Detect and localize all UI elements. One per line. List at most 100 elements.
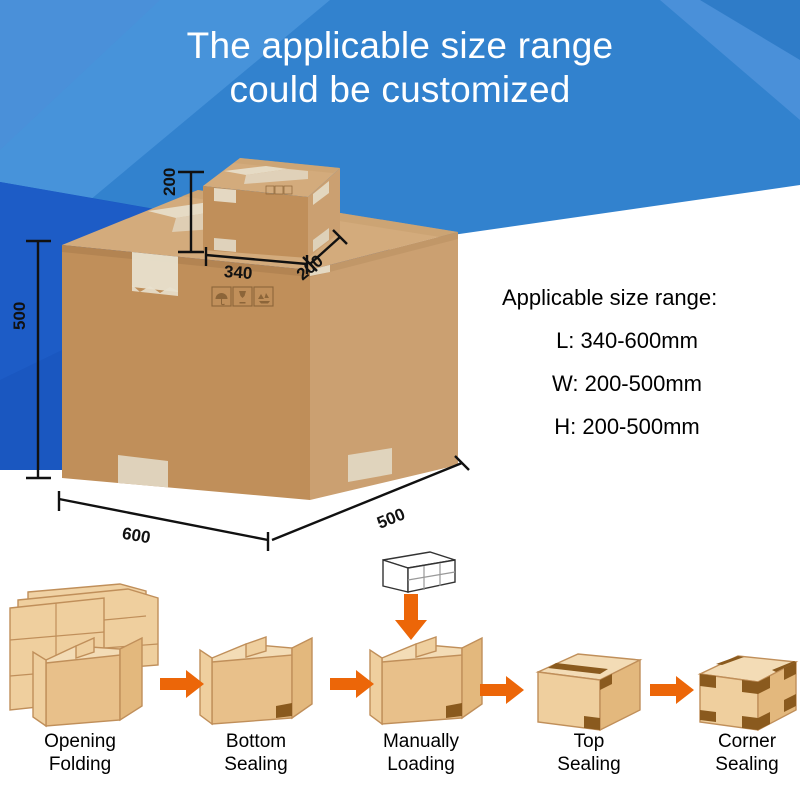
umbrella-icon bbox=[215, 293, 228, 299]
step2-box-right bbox=[291, 636, 313, 720]
step5-corner-tape-right-near-top bbox=[758, 676, 770, 694]
step5-corner-tape-right-near-bottom bbox=[758, 712, 770, 730]
spec-block: Applicable size range: L: 340-600mm W: 2… bbox=[486, 283, 786, 442]
icon-box-fragile bbox=[232, 286, 253, 307]
step-label-top-sealing: Top Sealing bbox=[514, 730, 664, 776]
small-box-front-tape-top bbox=[214, 188, 236, 203]
step-label-opening-folding-line2: Folding bbox=[48, 754, 112, 775]
step-label-bottom-sealing-line2: Sealing bbox=[224, 754, 288, 775]
flow-step-3-graphic bbox=[369, 551, 483, 726]
step3-box-back-flap bbox=[415, 636, 437, 658]
flow-step-2-graphic bbox=[199, 636, 313, 726]
dimtick-small-width-right bbox=[332, 229, 348, 245]
small-box-top-tape-2 bbox=[244, 169, 308, 184]
down-arrow-icon bbox=[395, 594, 427, 640]
step2-box-left-flap bbox=[199, 648, 213, 726]
large-box-right-face bbox=[310, 232, 458, 500]
background-facet-dark-1 bbox=[700, 0, 800, 60]
large-box-side-tape-2 bbox=[348, 448, 392, 482]
step5-top-tape-left bbox=[716, 656, 744, 665]
handling-icons-small bbox=[265, 185, 293, 195]
flow-step-5-graphic bbox=[697, 655, 799, 732]
step4-corner-tape bbox=[600, 674, 612, 690]
step-label-manually-loading-line1: Manually bbox=[382, 731, 460, 752]
spec-heading: Applicable size range: bbox=[502, 285, 718, 310]
blank-crease-1 bbox=[9, 631, 105, 641]
step5-corner-tape-front-right-top bbox=[742, 680, 758, 694]
flow-step-4-graphic bbox=[535, 653, 643, 732]
flow-arrow-1-icon bbox=[160, 670, 204, 698]
recycle-icon bbox=[258, 293, 270, 304]
step3-box-left-flap bbox=[369, 648, 383, 726]
flow-step-1-graphic bbox=[9, 583, 159, 728]
step3-bottom-tape bbox=[446, 703, 462, 718]
large-box-right-edge-flute bbox=[310, 232, 458, 277]
dim-label-large-height: 500 bbox=[10, 301, 29, 330]
step5-corner-tape-front-left-bottom bbox=[700, 710, 716, 722]
step5-corner-tape-front-right-bottom bbox=[742, 716, 758, 730]
dimension-lines bbox=[26, 170, 470, 551]
step1-box-front bbox=[45, 654, 121, 727]
small-box-front-tape-bottom bbox=[214, 238, 236, 252]
umbrella-handle-icon bbox=[221, 299, 225, 306]
dimtick-small-width-left bbox=[302, 256, 318, 272]
spec-line-width: W: 200-500mm bbox=[552, 371, 702, 396]
small-box-side-tape-top bbox=[313, 181, 329, 205]
dimline-small-length bbox=[205, 253, 308, 266]
large-box-front-tape-1-tail bbox=[132, 285, 178, 296]
icon-box-fragile-small bbox=[274, 185, 284, 195]
icon-box-keep-dry-small bbox=[265, 185, 275, 195]
large-box-front-tape-2 bbox=[118, 455, 168, 490]
dim-label-small-length: 340 bbox=[223, 262, 254, 283]
step1-box-back-flap bbox=[75, 636, 95, 659]
step2-bottom-tape bbox=[276, 703, 292, 718]
large-box-front-face bbox=[62, 245, 310, 500]
large-box-front-tape-1 bbox=[132, 247, 178, 292]
small-box-right-face bbox=[308, 168, 340, 258]
flow-arrow-4-icon bbox=[650, 676, 694, 704]
spec-line-length: L: 340-600mm bbox=[556, 328, 698, 353]
step5-corner-tape-front-left-top bbox=[700, 674, 716, 688]
step1-box-right bbox=[119, 636, 143, 722]
flow-arrow-2-icon bbox=[330, 670, 374, 698]
flow-arrows bbox=[160, 670, 694, 704]
product-shelf-line bbox=[407, 571, 456, 581]
step3-box-right bbox=[461, 636, 483, 720]
dim-label-small-height: 200 bbox=[160, 167, 179, 196]
spec-line-height: H: 200-500mm bbox=[554, 414, 700, 439]
step4-front-tape bbox=[584, 716, 600, 730]
large-box-front-crease bbox=[300, 269, 310, 500]
step-label-manually-loading-line2: Loading bbox=[387, 754, 455, 775]
step-label-corner-sealing: Corner Sealing bbox=[672, 730, 800, 776]
step2-box-back-flap bbox=[245, 636, 267, 658]
step-label-top-sealing-line1: Top bbox=[573, 731, 605, 752]
icon-box-recycle-small bbox=[283, 185, 293, 195]
large-box-top-edge-flute bbox=[62, 245, 310, 277]
step-label-manually-loading: Manually Loading bbox=[346, 730, 496, 776]
icon-box-recycle bbox=[253, 286, 274, 307]
large-box-front-tape-group bbox=[118, 247, 178, 490]
dimline-large-width bbox=[271, 461, 463, 542]
small-box-top-seam bbox=[234, 158, 340, 173]
step1-box-left-flap bbox=[32, 650, 47, 728]
dimline-small-width bbox=[309, 236, 341, 265]
step4-top-tape bbox=[548, 663, 608, 674]
flow-arrow-3-icon bbox=[480, 676, 524, 704]
icon-box-keep-dry bbox=[211, 286, 232, 307]
step5-corner-tape-right-far-bottom bbox=[784, 694, 796, 712]
step-label-top-sealing-line2: Sealing bbox=[557, 754, 621, 775]
dimtick-large-width-right bbox=[454, 455, 470, 471]
step-label-opening-folding: Opening Folding bbox=[5, 730, 155, 776]
blank-crease-4 bbox=[103, 615, 147, 621]
step-label-corner-sealing-line2: Sealing bbox=[715, 754, 779, 775]
step-label-bottom-sealing-line1: Bottom bbox=[225, 731, 287, 752]
step-label-opening-folding-line1: Opening bbox=[44, 731, 116, 752]
dimline-large-length bbox=[58, 497, 269, 542]
handling-icons-large bbox=[211, 286, 274, 307]
small-box-top-tape bbox=[224, 166, 288, 175]
step5-top-tape-right bbox=[772, 661, 796, 672]
fragile-glass-icon bbox=[239, 291, 246, 304]
step-label-corner-sealing-line1: Corner bbox=[717, 731, 777, 752]
